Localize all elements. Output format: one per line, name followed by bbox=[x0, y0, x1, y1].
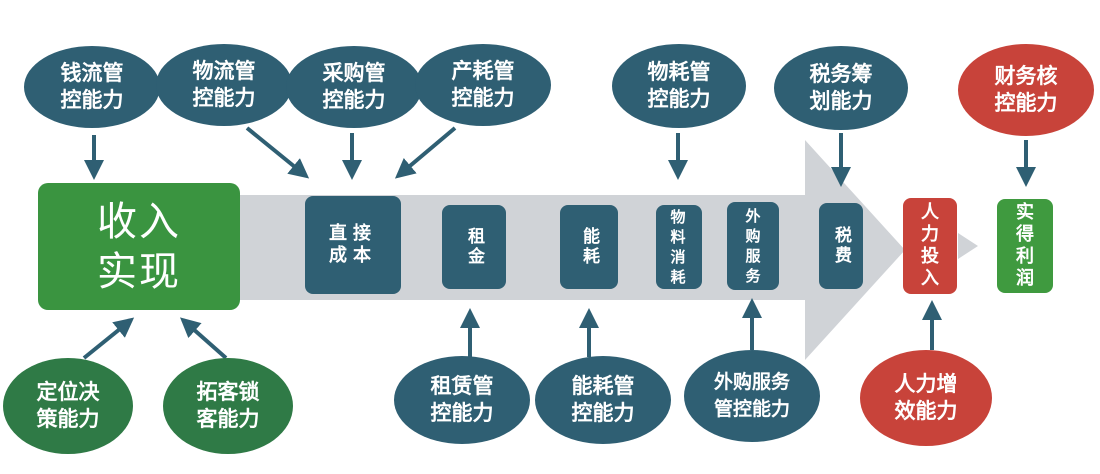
capability-procurement: 采购管 控能力 bbox=[286, 46, 422, 128]
capability-material-consumption: 物耗管 控能力 bbox=[612, 44, 746, 128]
capability-label: 财务核 控能力 bbox=[994, 64, 1058, 115]
capability-label: 租赁管 控能力 bbox=[430, 374, 494, 425]
capability-label: 人力增 效能力 bbox=[894, 372, 958, 423]
cost-rent: 租金 bbox=[442, 205, 506, 289]
cost-direct: 直接 成本 bbox=[305, 196, 401, 294]
capability-labor-efficiency: 人力增 效能力 bbox=[860, 350, 992, 446]
capability-label: 外购服务 管控能力 bbox=[713, 371, 790, 420]
capability-production-consumption: 产耗管 控能力 bbox=[415, 44, 551, 126]
arrow-chanhao-to-direct-cost bbox=[394, 126, 457, 179]
cost-labor: 人力投入 bbox=[903, 198, 957, 294]
cost-label: 能耗 bbox=[579, 227, 599, 267]
cost-label: 外购服务 bbox=[745, 207, 761, 285]
capability-label: 税务筹 划能力 bbox=[809, 62, 873, 113]
capability-positioning-decision: 定位决 策能力 bbox=[3, 358, 133, 454]
cost-tax: 税费 bbox=[819, 203, 863, 289]
cost-label: 物料消耗 bbox=[670, 208, 688, 286]
arrow-wuliu-to-direct-cost bbox=[245, 126, 310, 179]
cost-outsourcing: 外购服务 bbox=[727, 202, 779, 290]
capability-cashflow: 钱流管 控能力 bbox=[24, 46, 160, 128]
arrow-tuoke-to-income bbox=[180, 317, 228, 360]
capability-label: 钱流管 控能力 bbox=[60, 61, 124, 112]
cost-energy: 能耗 bbox=[560, 205, 618, 289]
capability-energy-control: 能耗管 控能力 bbox=[535, 356, 671, 444]
capability-label: 能耗管 控能力 bbox=[571, 374, 635, 425]
cost-label: 税费 bbox=[831, 226, 851, 266]
capability-label: 采购管 控能力 bbox=[322, 61, 386, 112]
capability-label: 物流管 控能力 bbox=[192, 59, 256, 110]
cost-label: 租金 bbox=[464, 227, 484, 267]
flow-small-arrowhead bbox=[958, 233, 978, 259]
capability-label: 产耗管 控能力 bbox=[451, 59, 515, 110]
capability-logistics: 物流管 控能力 bbox=[156, 44, 292, 126]
net-profit-box: 实得利润 bbox=[997, 199, 1053, 293]
income-realization-box: 收入 实现 bbox=[38, 183, 240, 310]
arrow-dingwei-to-income bbox=[82, 317, 135, 360]
capability-customer-acquisition: 拓客锁 客能力 bbox=[163, 358, 293, 454]
capability-label: 物耗管 控能力 bbox=[647, 60, 711, 111]
capability-financial-control: 财务核 控能力 bbox=[958, 44, 1094, 136]
cost-materials: 物料消耗 bbox=[656, 205, 702, 289]
capability-label: 拓客锁 客能力 bbox=[196, 380, 260, 431]
capability-label: 定位决 策能力 bbox=[36, 380, 100, 431]
capability-outsourcing-control: 外购服务 管控能力 bbox=[684, 350, 820, 442]
cost-label: 人力投入 bbox=[921, 202, 939, 289]
cost-label: 直接 成本 bbox=[329, 223, 377, 266]
capability-lease-control: 租赁管 控能力 bbox=[394, 356, 530, 444]
net-profit-label: 实得利润 bbox=[1016, 202, 1034, 289]
capability-tax-planning: 税务筹 划能力 bbox=[774, 46, 908, 130]
income-realization-label: 收入 实现 bbox=[97, 198, 181, 295]
